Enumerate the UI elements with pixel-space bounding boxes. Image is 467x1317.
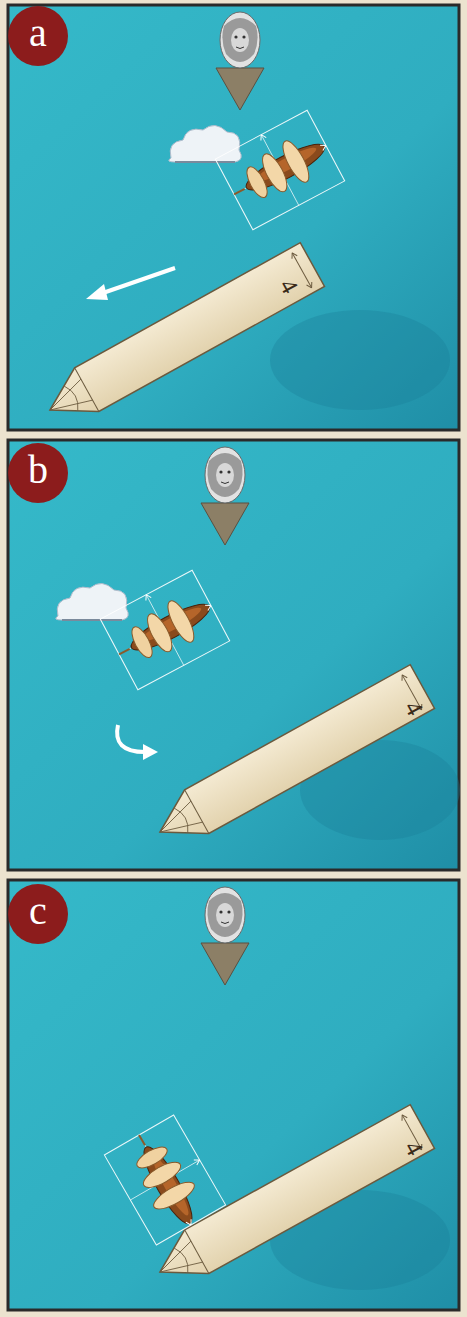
panel-letter: a xyxy=(29,13,47,53)
panel-badge: c xyxy=(8,884,68,944)
panel-letter: b xyxy=(28,450,48,490)
panel-badge: a xyxy=(8,6,68,66)
panel-badge: b xyxy=(8,443,68,503)
panel-letter: c xyxy=(29,891,47,931)
